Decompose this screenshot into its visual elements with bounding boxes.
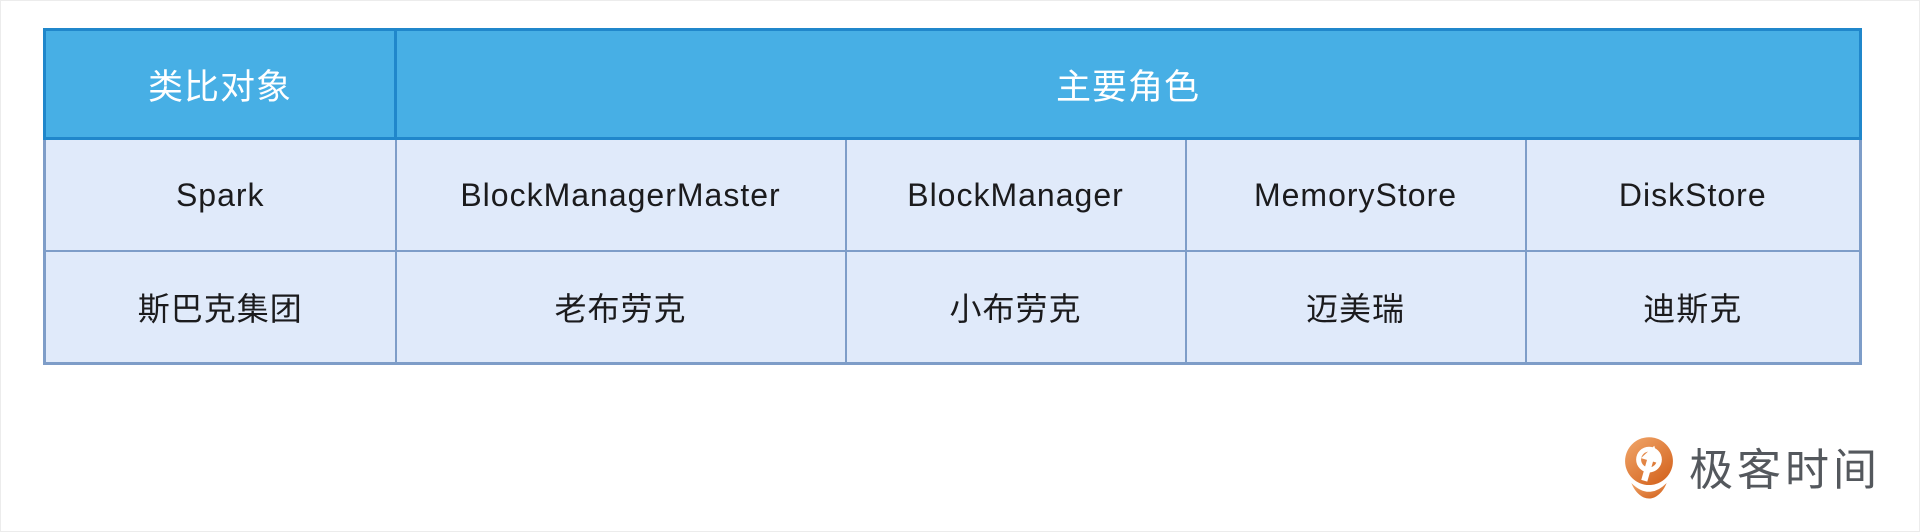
geektime-logo-text: 极客时间 [1689,446,1881,495]
header-cell-main-roles: 主要角色 [393,28,1863,140]
analogy-table: 类比对象 主要角色 Spark BlockManagerMaster Block… [43,28,1863,365]
table-cell: MemoryStore [1184,137,1527,252]
table-header-row: 类比对象 主要角色 [43,28,1863,140]
header-cell-analogy-object: 类比对象 [43,28,397,140]
table-cell: Spark [43,137,397,252]
table-row-spark: Spark BlockManagerMaster BlockManager Me… [43,137,1862,252]
geektime-logo: 极客时间 [1623,437,1881,505]
table-cell: BlockManagerMaster [394,137,847,252]
table-cell: 小布劳克 [844,250,1187,365]
geektime-logo-icon [1625,437,1673,499]
table-cell: BlockManager [844,137,1187,252]
table-cell: 老布劳克 [394,250,847,365]
table-cell: DiskStore [1524,137,1862,252]
table-cell: 迪斯克 [1524,250,1862,365]
table-cell: 迈美瑞 [1184,250,1527,365]
table-cell: 斯巴克集团 [43,250,397,365]
table-row-analogy: 斯巴克集团 老布劳克 小布劳克 迈美瑞 迪斯克 [43,250,1862,365]
